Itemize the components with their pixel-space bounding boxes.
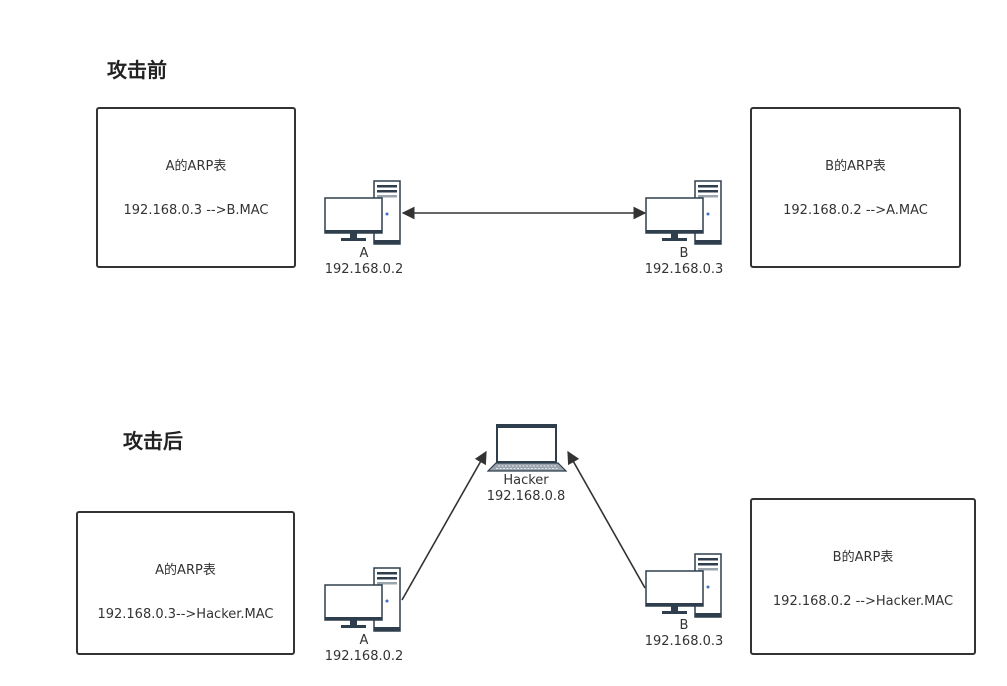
after-link-b-hacker [567,450,646,589]
hacker-label-ip: 192.168.0.8 [486,489,566,504]
after-arp-table-a: A的ARP表 192.168.0.3-->Hacker.MAC [76,511,295,655]
host-label-ip: 192.168.0.3 [644,634,724,649]
host-label-ip: 192.168.0.2 [324,262,404,277]
desktop-computer-icon [645,180,722,245]
host-label-name: A [359,246,369,261]
after-title: 攻击后 [123,429,183,453]
host-label-ip: 192.168.0.3 [644,262,724,277]
arp-table-entry: 192.168.0.3 -->B.MAC [123,203,269,218]
arp-table-entry: 192.168.0.2 -->Hacker.MAC [772,594,954,609]
arp-table-entry: 192.168.0.3-->Hacker.MAC [97,607,274,622]
desktop-computer-icon [324,567,401,632]
desktop-computer-icon [324,180,401,245]
before-title: 攻击前 [107,58,167,82]
host-label-name: A [359,633,369,648]
host-label-name: B [679,618,689,633]
arp-table-title: B的ARP表 [832,550,894,565]
desktop-computer-icon [645,553,722,618]
host-label-name: B [679,246,689,261]
after-arp-table-b: B的ARP表 192.168.0.2 -->Hacker.MAC [750,498,976,655]
arp-table-title: A的ARP表 [165,159,227,174]
before-arp-table-a: A的ARP表 192.168.0.3 -->B.MAC [96,107,296,268]
before-arp-table-b: B的ARP表 192.168.0.2 -->A.MAC [750,107,961,268]
laptop-icon [486,424,568,472]
host-label-ip: 192.168.0.2 [324,649,404,664]
arp-table-title: A的ARP表 [155,563,216,578]
arp-table-title: B的ARP表 [825,159,886,174]
after-link-a-hacker [401,450,487,601]
arp-table-entry: 192.168.0.2 -->A.MAC [783,203,928,218]
hacker-label-name: Hacker [503,473,549,488]
